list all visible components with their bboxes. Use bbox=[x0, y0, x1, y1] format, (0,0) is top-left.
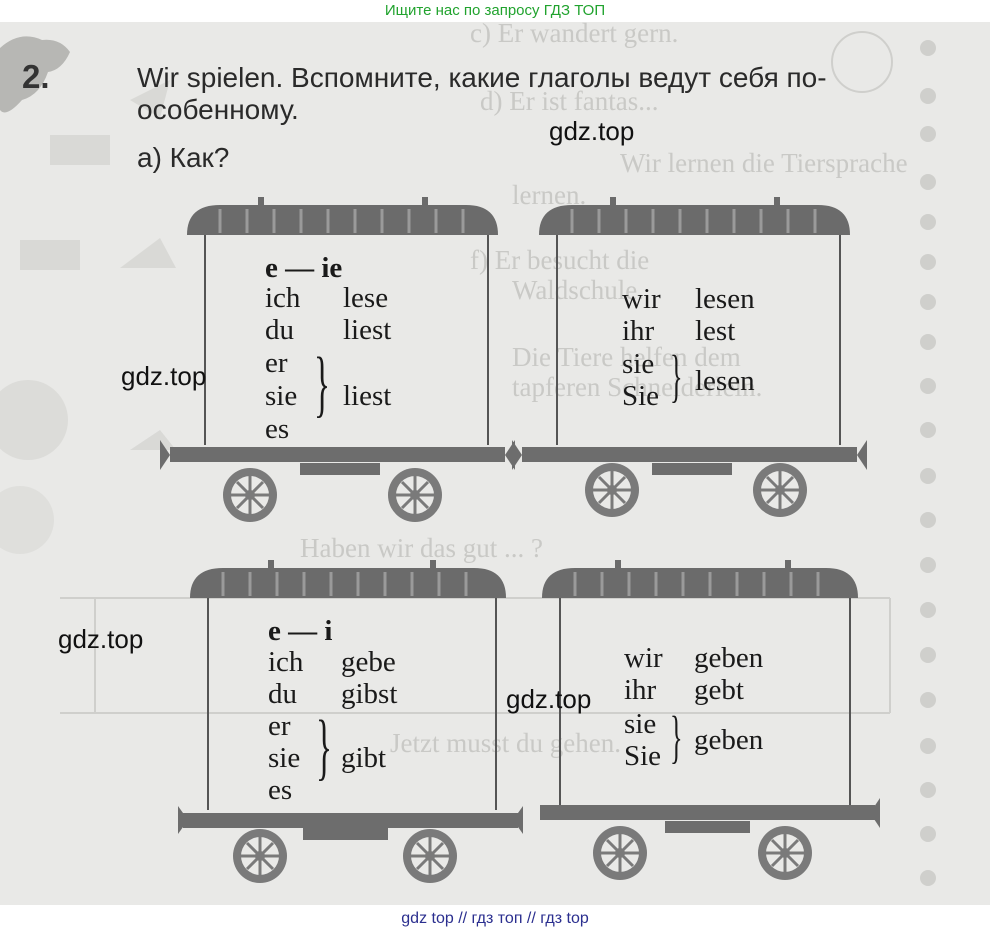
pronoun-ihr: ihr bbox=[624, 674, 657, 706]
pronoun-du: du bbox=[265, 314, 294, 346]
pronoun-Sie: Sie bbox=[622, 380, 660, 412]
ghost-text-5: f) Er besucht die bbox=[470, 245, 650, 275]
verb-form: liest bbox=[343, 314, 392, 346]
wagon-e-i-singular: e — i ich gebe du gibst er sie es } gibt bbox=[178, 558, 528, 893]
wagon-e-ie-singular: e — ie ich lese du liest er sie es } lie… bbox=[160, 195, 520, 530]
pronoun-sie: sie bbox=[265, 380, 298, 412]
wagon-e-i-plural: wir geben ihr gebt sie Sie } geben bbox=[520, 558, 885, 893]
wagon-frame bbox=[160, 197, 515, 522]
wagon-frame bbox=[178, 560, 523, 883]
ghost-text-10: Jetzt musst du gehen. bbox=[390, 728, 621, 758]
verb-form-grouped: gibt bbox=[341, 742, 387, 774]
bottom-banner: gdz top // гдз топ // гдз top bbox=[0, 905, 990, 933]
pronoun-ihr: ihr bbox=[622, 315, 655, 347]
textbook-page: c) Er wandert gern. d) Er ist fantas... … bbox=[0, 0, 990, 905]
watermark: gdz.top bbox=[549, 116, 635, 146]
pronoun-sie: sie bbox=[624, 708, 657, 740]
ghost-text-2: d) Er ist fantas... bbox=[480, 86, 659, 116]
watermark: gdz.top bbox=[58, 624, 144, 654]
verb-form-grouped: liest bbox=[343, 380, 392, 412]
pronoun-sie: sie bbox=[268, 742, 301, 774]
pronoun-er: er bbox=[268, 710, 291, 742]
grouping-brace: } bbox=[316, 706, 332, 788]
verb-form-grouped: geben bbox=[694, 724, 764, 756]
pronoun-ich: ich bbox=[265, 282, 301, 314]
grouping-brace: } bbox=[670, 704, 683, 769]
ghost-text-6: Waldschule. bbox=[512, 275, 645, 305]
ghost-text-3: Wir lernen die Tiersprache bbox=[620, 148, 908, 178]
exercise-number: 2. bbox=[22, 58, 50, 95]
verb-form: geben bbox=[694, 642, 764, 674]
wagon-frame bbox=[540, 560, 880, 880]
verb-form: lest bbox=[695, 315, 736, 347]
ghost-text-9: Haben wir das gut ... ? bbox=[300, 533, 543, 563]
top-banner: Ищите нас по запросу ГДЗ ТОП bbox=[0, 0, 990, 22]
verb-form-grouped: lesen bbox=[695, 365, 755, 397]
verb-form: gebt bbox=[694, 674, 744, 706]
exercise-instruction: Wir spielen. Вспомните, какие глаголы ве… bbox=[137, 62, 827, 125]
pronoun-ich: ich bbox=[268, 646, 304, 678]
ghost-text-1: c) Er wandert gern. bbox=[470, 18, 679, 48]
pronoun-wir: wir bbox=[622, 283, 661, 315]
rule-header: e — ie bbox=[265, 252, 343, 284]
rule-header: e — i bbox=[268, 615, 333, 647]
verb-form: lesen bbox=[695, 283, 755, 315]
verb-form: gibst bbox=[341, 678, 398, 710]
pronoun-du: du bbox=[268, 678, 297, 710]
wagon-e-ie-plural: wir lesen ihr lest sie Sie } lesen bbox=[512, 195, 872, 530]
ghost-text-8: tapferen Schneiderlein. bbox=[512, 372, 763, 402]
grouping-brace: } bbox=[314, 343, 330, 425]
pronoun-wir: wir bbox=[624, 642, 663, 674]
pronoun-er: er bbox=[265, 347, 288, 379]
watermark: gdz.top bbox=[121, 361, 207, 391]
ghost-text-7: Die Tiere helfen dem bbox=[512, 342, 741, 372]
pronoun-es: es bbox=[268, 774, 293, 806]
verb-form: gebe bbox=[341, 646, 396, 678]
pronoun-sie: sie bbox=[622, 348, 655, 380]
pronoun-es: es bbox=[265, 413, 290, 445]
pronoun-Sie: Sie bbox=[624, 740, 662, 772]
wagon-frame bbox=[512, 197, 867, 517]
verb-form: lese bbox=[343, 282, 389, 314]
watermark: gdz.top bbox=[506, 684, 592, 714]
grouping-brace: } bbox=[670, 343, 683, 408]
subtask-label: а) Как? bbox=[137, 142, 230, 173]
